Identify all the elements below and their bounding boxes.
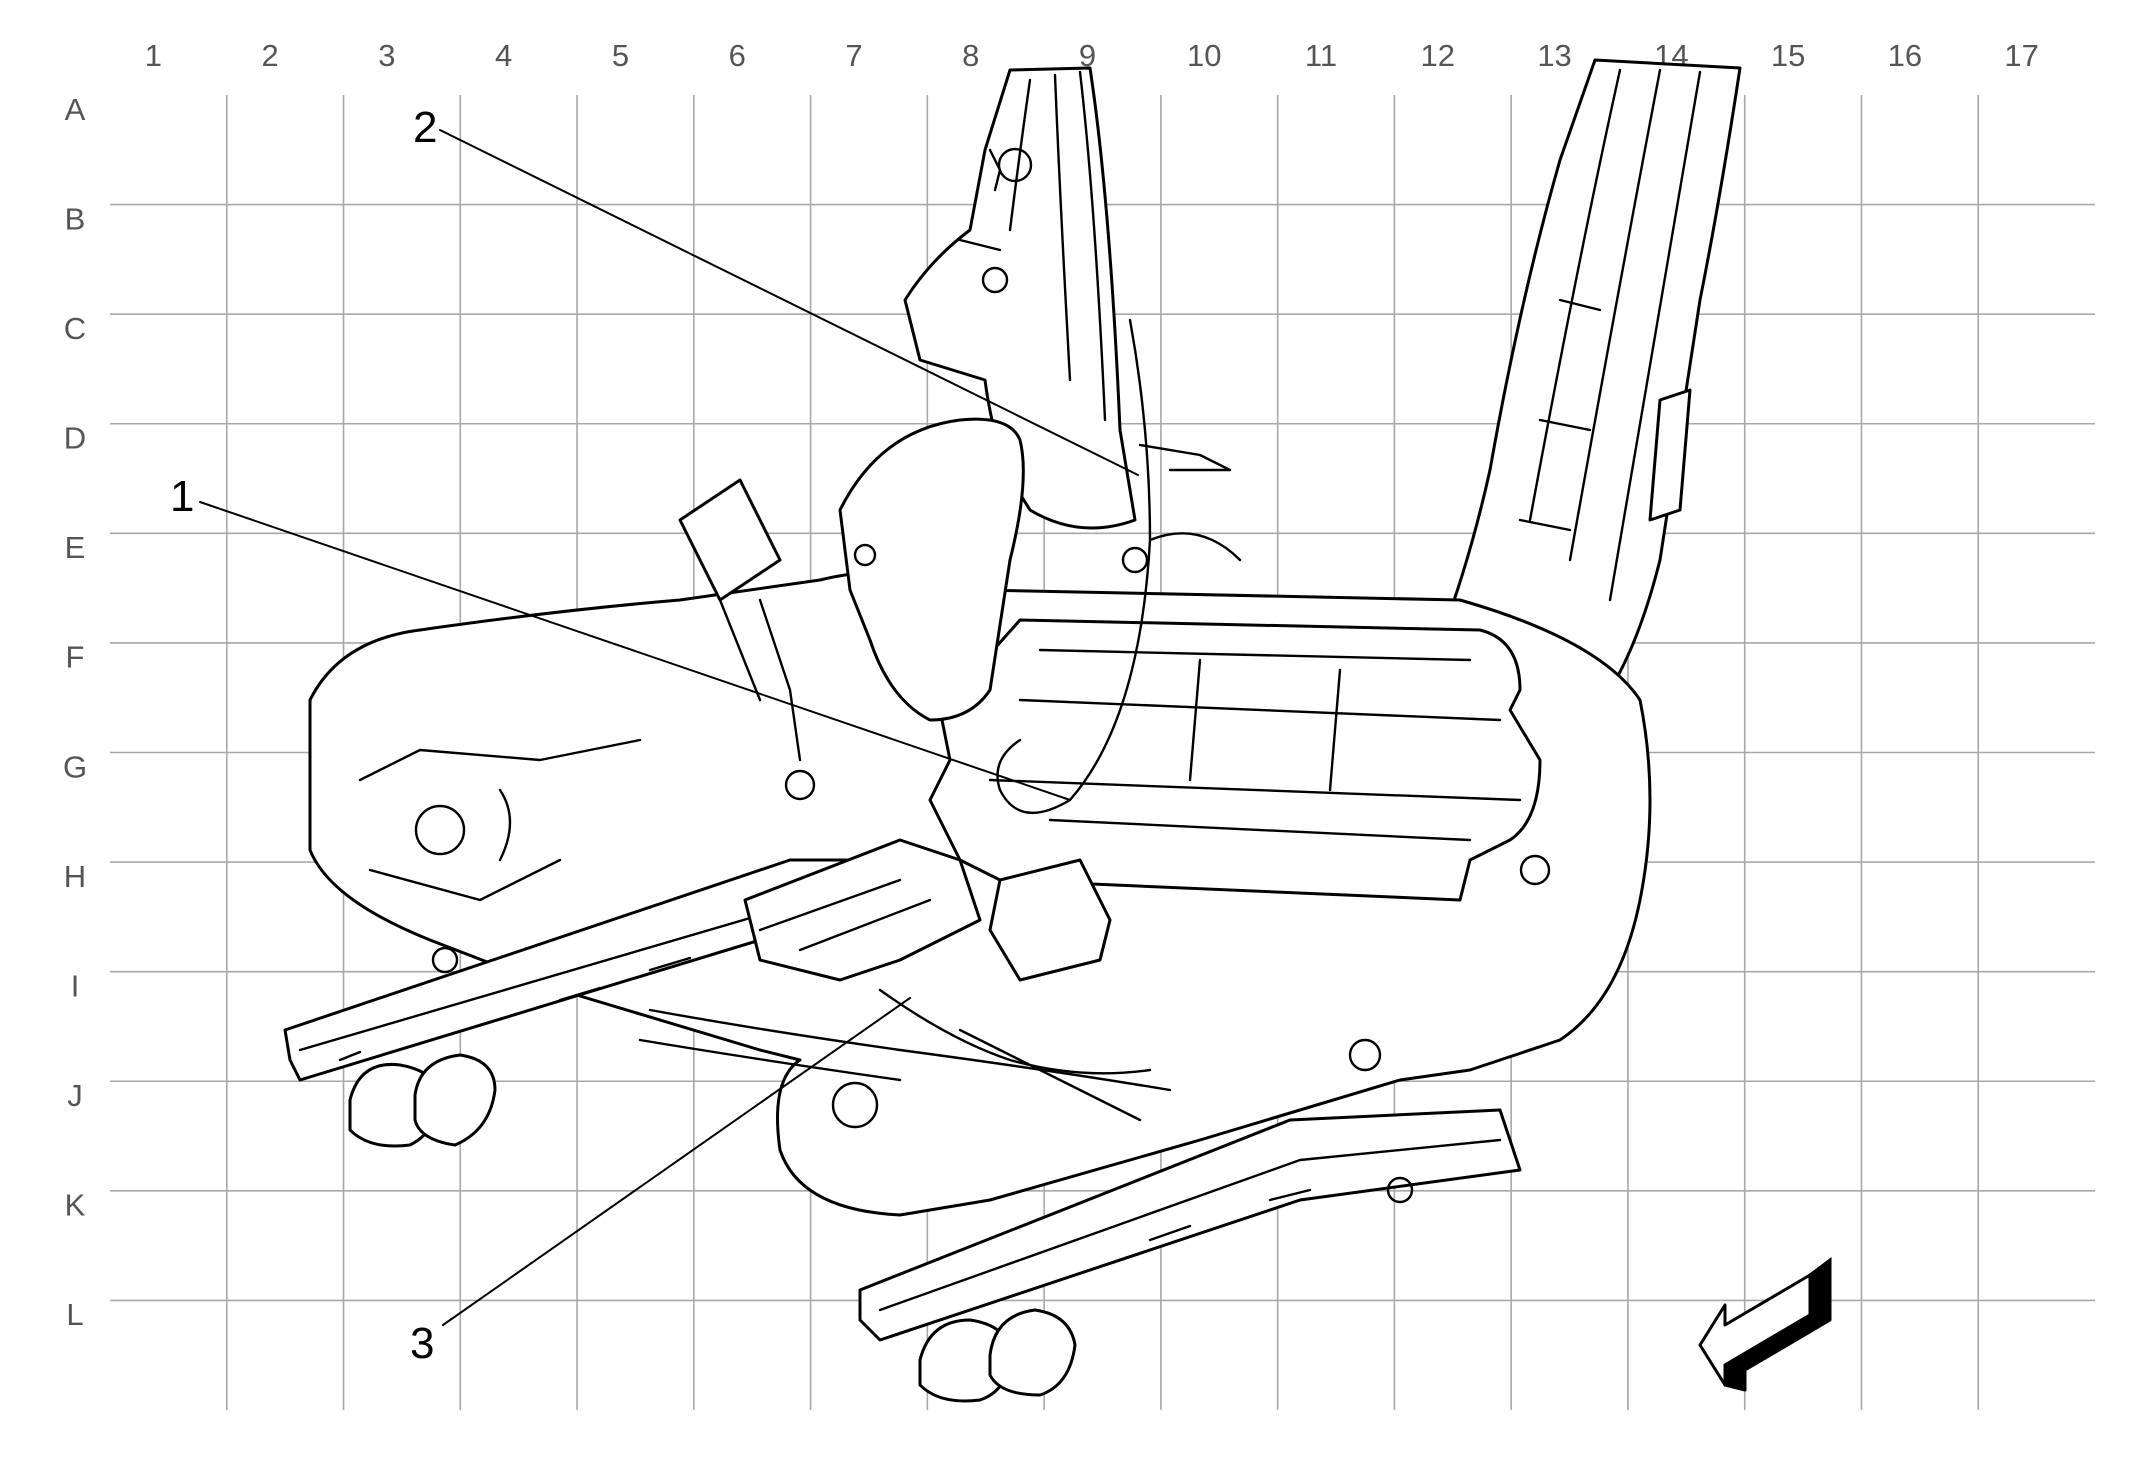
seat-foot-left-front <box>413 1053 497 1147</box>
seat-frame-bolt-lower <box>1348 1038 1382 1072</box>
grid-row-label: I <box>71 968 80 1003</box>
grid-column-label: 13 <box>1537 38 1571 73</box>
seat-adjuster-module <box>743 838 982 982</box>
grid-column-label: 1 <box>145 38 162 73</box>
grid-row-label: G <box>63 749 87 784</box>
seat-bolt-left-rear <box>431 946 459 974</box>
grid-column-label: 10 <box>1187 38 1221 73</box>
seat-front-cross-tube <box>638 1008 1172 1092</box>
seatback-left-hole <box>997 147 1033 183</box>
grid-row-label: E <box>65 530 86 565</box>
seat-side-panel <box>838 417 1025 722</box>
seatback-left-frame <box>903 66 1137 530</box>
seat-track-left-detail <box>298 878 882 1062</box>
grid-row-label: J <box>67 1078 83 1113</box>
grid-row-label: K <box>65 1188 86 1223</box>
grid-column-label: 3 <box>378 38 395 73</box>
grid-row-label: C <box>64 311 86 346</box>
grid-column-label: 9 <box>1079 38 1096 73</box>
grid-column-label: 11 <box>1305 38 1337 73</box>
front-direction-arrow-icon <box>1698 1257 1832 1392</box>
seat-adjuster-motor <box>988 858 1112 982</box>
grid-row-label: H <box>64 859 86 894</box>
grid-row-label: D <box>64 421 86 456</box>
seat-belt-buckle <box>678 478 782 602</box>
seat-drawing <box>283 58 1742 1403</box>
grid-column-label: 8 <box>962 38 979 73</box>
seatback-right-frame-detail <box>1518 68 1702 602</box>
callout-labels: 1 2 3 <box>170 103 437 1368</box>
seat-track-right-hole <box>1386 1176 1414 1204</box>
seat-foot-right-front <box>988 1308 1077 1397</box>
callout-label-2: 2 <box>413 103 437 152</box>
grid-column-label: 12 <box>1421 38 1455 73</box>
seat-bolt-left <box>784 769 816 801</box>
leader-line-1 <box>199 501 1071 801</box>
leader-line-2 <box>439 129 1139 476</box>
seat-frame-bolt-upper <box>1121 546 1149 574</box>
harness-connector-lead <box>1138 443 1232 472</box>
seat-cushion-frame <box>928 618 1542 902</box>
seat-frame-bolt-right <box>1519 854 1551 886</box>
seatback-left-hole-lower <box>981 266 1009 294</box>
seat-adjuster-linkage <box>878 988 1152 1122</box>
grid-column-label: 15 <box>1771 38 1805 73</box>
grid-column-label: 5 <box>612 38 629 73</box>
grid-column-label: 6 <box>729 38 746 73</box>
recliner-pivot-left <box>414 804 466 856</box>
grid-column-label: 17 <box>2004 38 2038 73</box>
seat-adjuster-detail <box>758 878 932 952</box>
grid-row-labels: A B C D E F G H I J K L <box>63 92 87 1332</box>
grid-row-label: L <box>66 1297 83 1332</box>
callout-label-1: 1 <box>170 472 194 521</box>
grid-column-label: 16 <box>1888 38 1922 73</box>
side-panel-hole <box>853 543 877 567</box>
grid-column-label: 2 <box>262 38 279 73</box>
grid-row-label: F <box>66 640 85 675</box>
grid-column-label: 4 <box>495 38 512 73</box>
seat-gear-lower <box>831 1081 879 1129</box>
seat-track-right-detail <box>878 1138 1502 1312</box>
seatback-right-bracket <box>1648 388 1692 522</box>
seatback-right-frame <box>1438 58 1742 702</box>
seat-cushion-frame-detail <box>988 648 1522 842</box>
seatback-left-frame-detail <box>958 70 1107 422</box>
callout-leaders <box>199 129 1139 1326</box>
grid-row-label: B <box>65 201 86 236</box>
grid-column-label: 7 <box>845 38 862 73</box>
leader-line-3 <box>442 997 911 1326</box>
seat-belt-buckle-strap <box>718 598 802 762</box>
callout-label-3: 3 <box>410 1319 434 1368</box>
seat-left-side-detail <box>358 738 642 902</box>
grid-row-label: A <box>65 92 86 127</box>
